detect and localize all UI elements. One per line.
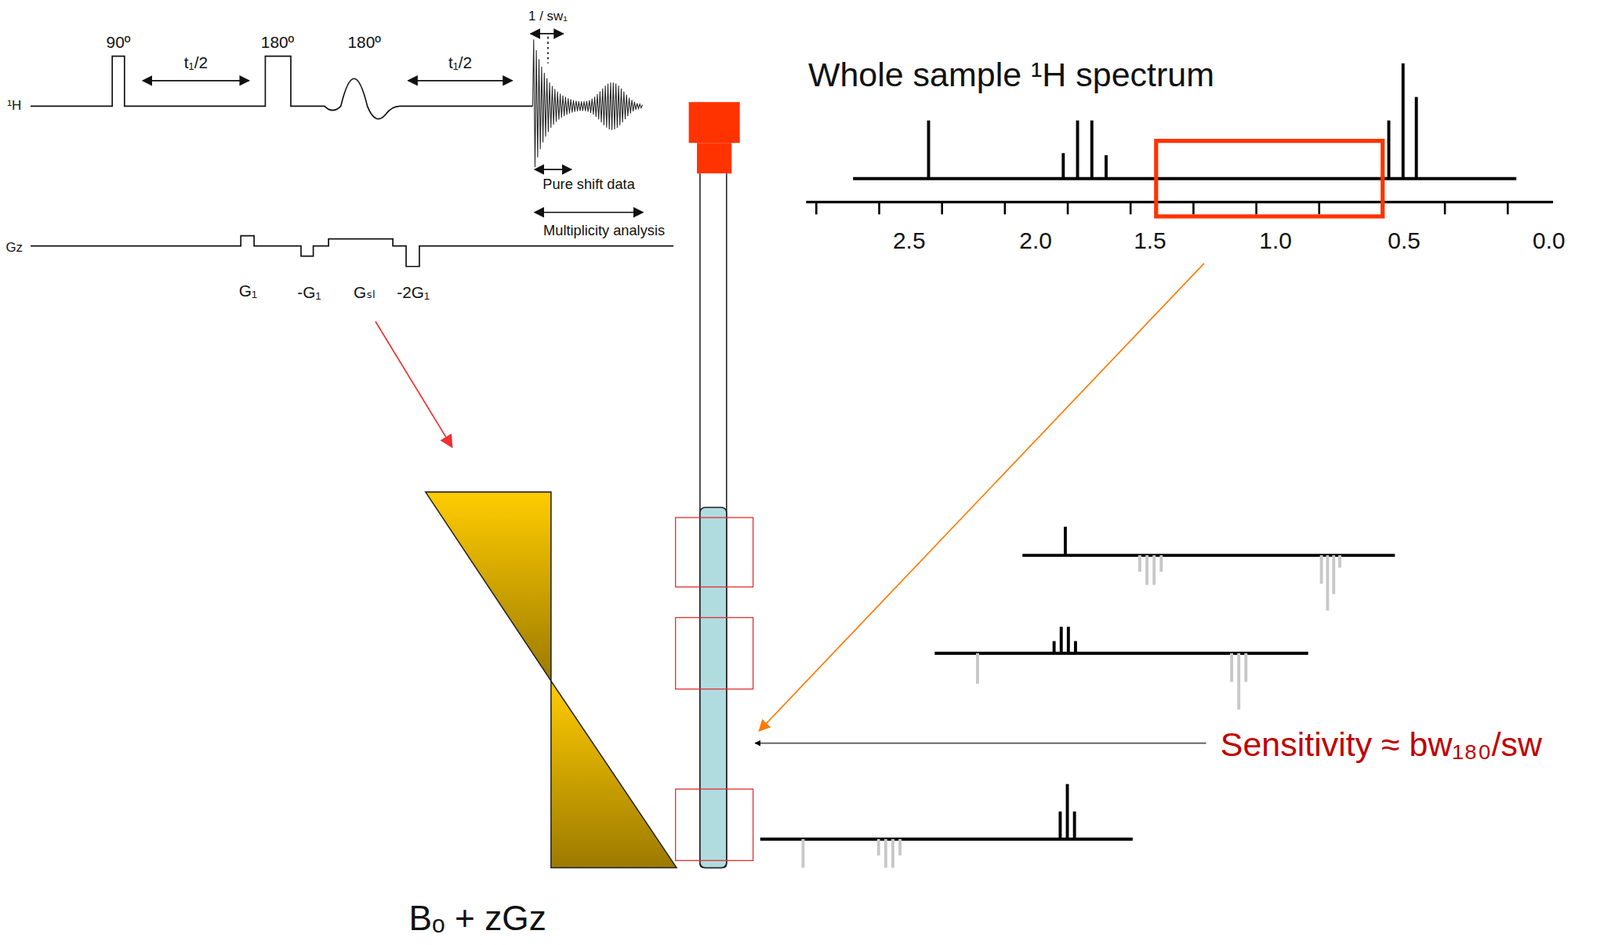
- tube-cap: [689, 101, 741, 143]
- pulse-label: 180º: [261, 33, 294, 52]
- sw-label: 1 / sw₁: [528, 9, 568, 25]
- baseline: [760, 837, 1133, 841]
- tube: [700, 173, 727, 868]
- pulse-label: 90º: [106, 33, 131, 52]
- spectrum-title: Whole sample ¹H spectrum: [808, 57, 1215, 95]
- peak: [1076, 120, 1080, 179]
- axis-tick: [1192, 202, 1195, 215]
- slice-spectrum: [934, 626, 1308, 709]
- peak: [1104, 155, 1108, 179]
- peak: [1414, 97, 1419, 179]
- axis-tick: [815, 202, 818, 215]
- peak: [1061, 152, 1065, 179]
- axis-tick: [1443, 202, 1447, 215]
- negative-peaks: [977, 653, 1246, 710]
- axis-tick: [1129, 202, 1132, 215]
- axis-number: 0.0: [1532, 228, 1566, 254]
- slice-box: [675, 788, 754, 860]
- slice-box: [675, 617, 754, 690]
- red-arrow: [375, 321, 453, 447]
- peak: [1387, 120, 1391, 179]
- axis-number: 2.0: [1019, 228, 1053, 254]
- peak: [927, 120, 931, 179]
- gradient-channel: [30, 235, 674, 267]
- multiplicity-arrow: [534, 211, 643, 214]
- gradient-label: G₁: [239, 282, 258, 301]
- sample: [700, 507, 727, 868]
- slice-spectrum: [760, 783, 1133, 868]
- pulse-label: 180º: [348, 33, 381, 52]
- axis-tick: [1506, 202, 1510, 215]
- sw-arrow: [530, 32, 564, 35]
- field-label: Bₒ + zGz: [408, 899, 546, 938]
- axis-tick: [878, 202, 881, 215]
- dotted-line: [547, 36, 549, 64]
- slice-spectrum: [1022, 526, 1395, 611]
- gradient-label: -2G₁: [396, 283, 430, 302]
- pure-shift-arrow: [534, 168, 572, 171]
- peaks: [1054, 626, 1076, 654]
- gradient-label: -G₁: [297, 283, 321, 302]
- axis-number: 2.5: [892, 228, 926, 254]
- delay-label: t₁/2: [448, 54, 472, 73]
- data-label: Pure shift data: [542, 177, 635, 193]
- data-label: Multiplicity analysis: [543, 222, 665, 239]
- gradient-label: Gₛₗ: [353, 283, 375, 302]
- axis-number: 1.0: [1258, 228, 1292, 254]
- axis-tick: [1255, 202, 1258, 215]
- delay-arrow: [408, 79, 513, 82]
- axis-number: 0.5: [1387, 228, 1421, 254]
- channel-label: Gz: [5, 240, 23, 256]
- peak: [1063, 526, 1067, 556]
- peak: [1401, 63, 1405, 179]
- negative-peaks: [802, 838, 900, 868]
- tube-cap: [696, 142, 732, 174]
- baseline: [934, 651, 1308, 655]
- orange-leader: [758, 263, 1205, 731]
- rf-channel: [30, 33, 643, 213]
- peak: [1090, 120, 1094, 179]
- peaks: [1059, 783, 1074, 839]
- axis-tick: [1317, 202, 1321, 215]
- axis-tick: [1004, 202, 1007, 215]
- sensitivity-label: Sensitivity ≈ bw₁₈₀/sw: [1220, 726, 1542, 764]
- field-triangle: [551, 680, 677, 868]
- axis-ticks: [816, 202, 1508, 215]
- axis-tick: [940, 202, 944, 215]
- delay-label: t₁/2: [184, 54, 208, 73]
- sensitivity-arrow: [754, 742, 1206, 744]
- channel-label: ¹H: [7, 98, 22, 114]
- delay-arrow: [142, 79, 249, 82]
- axis-tick: [1066, 202, 1070, 215]
- axis: [805, 200, 1553, 204]
- negative-peaks: [1139, 555, 1340, 610]
- region-box: [1156, 141, 1383, 217]
- fid-signal: [532, 39, 643, 167]
- axis-number: 1.5: [1133, 228, 1167, 254]
- field-triangle: [425, 491, 552, 681]
- slice-box: [675, 517, 754, 588]
